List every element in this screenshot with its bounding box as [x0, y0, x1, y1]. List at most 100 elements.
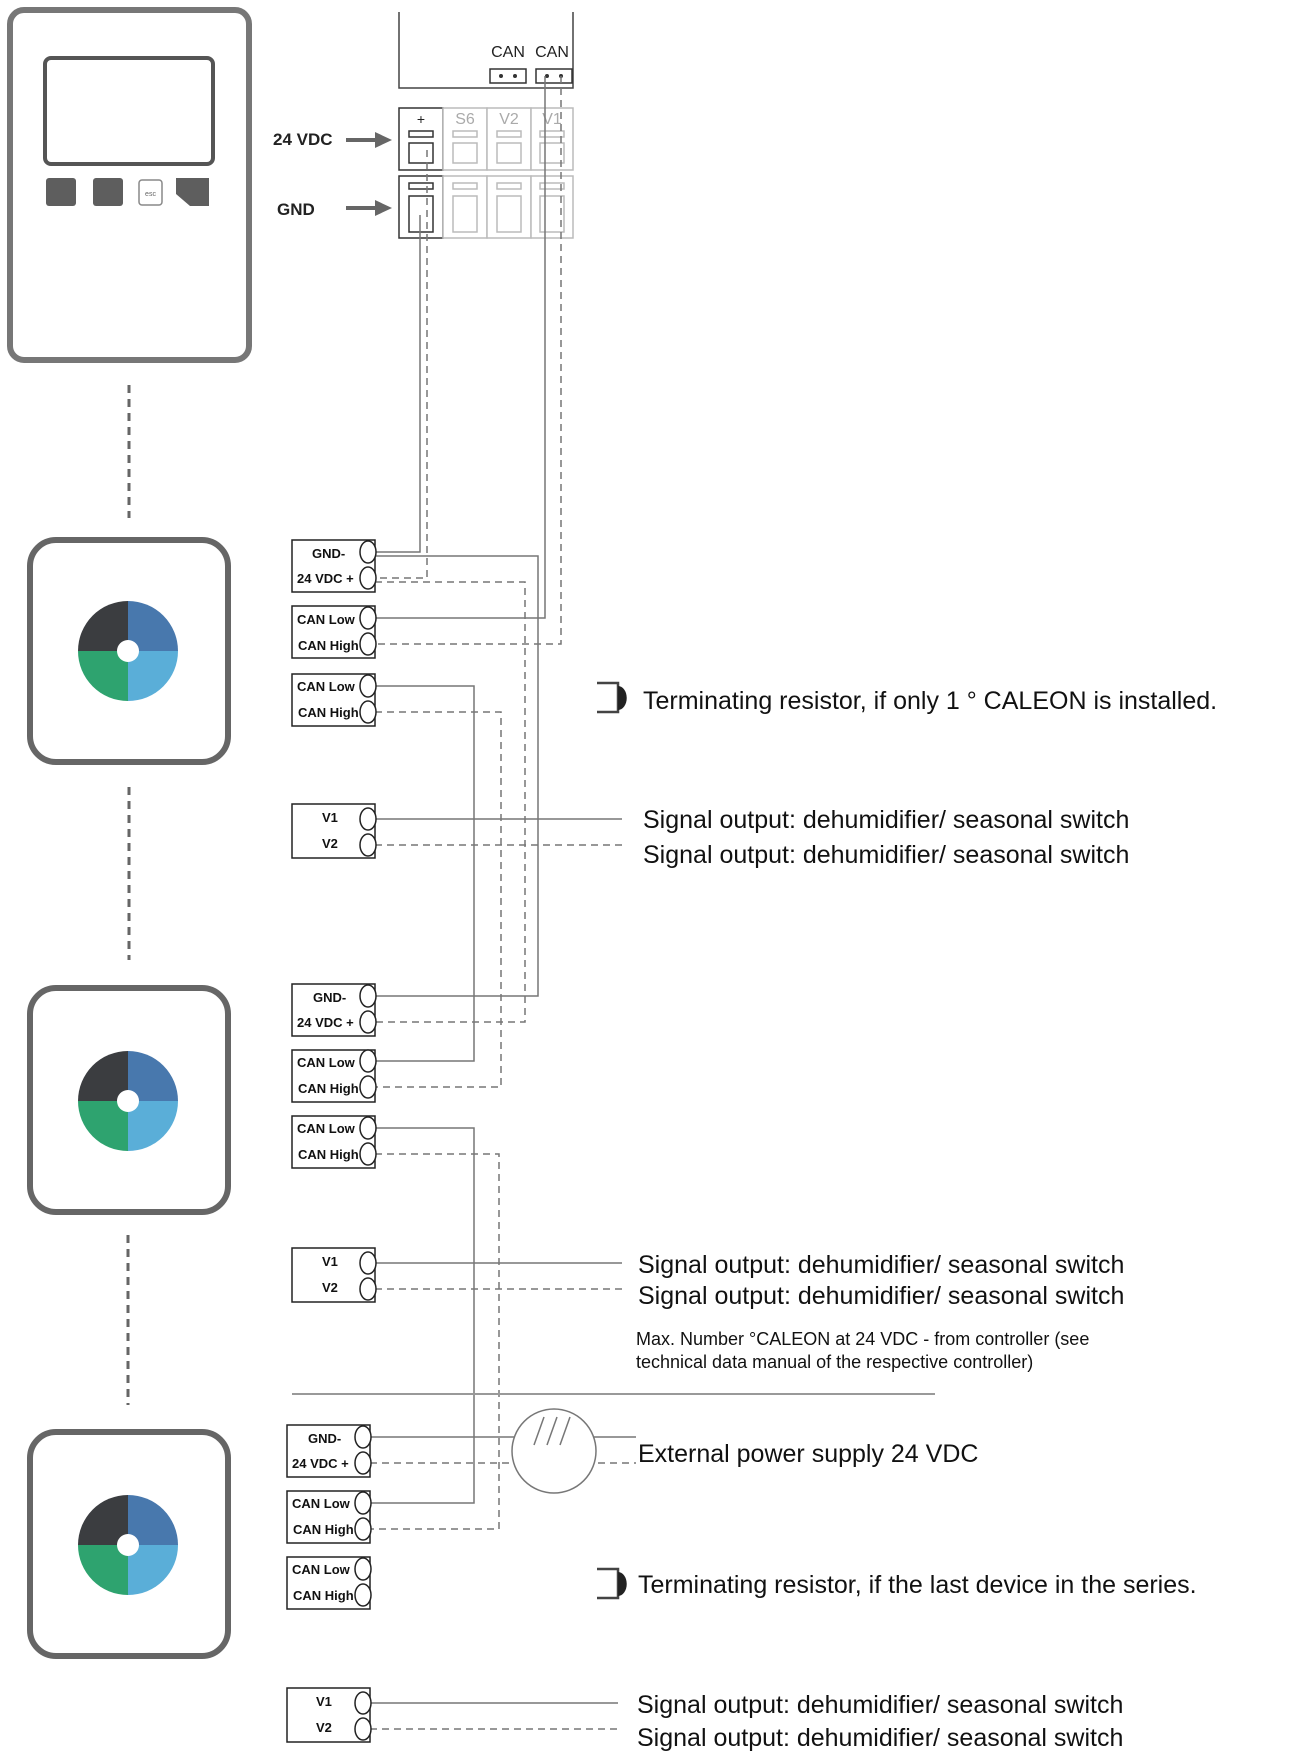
terminal-v2-label: V2: [322, 836, 338, 851]
note-max-number-line2: technical data manual of the respective …: [636, 1352, 1033, 1372]
terminal-connector: [354, 1717, 372, 1741]
controller-button-2[interactable]: [93, 178, 123, 206]
note-external-power: External power supply 24 VDC: [638, 1440, 978, 1468]
terminal-v2: [486, 107, 532, 171]
can-pin: [545, 74, 549, 78]
terminal-slot: [539, 130, 565, 138]
controller-terminal-block: CAN CAN + S6 V2 V1: [273, 12, 574, 239]
controller-esc-button[interactable]: [138, 179, 163, 206]
resistor-bracket: [597, 681, 620, 714]
gnd-arrowhead: [375, 200, 392, 216]
note-signal-output: Signal output: dehumidifier/ seasonal sw…: [637, 1691, 1123, 1719]
terminal-connector: [354, 1557, 372, 1581]
caleon-wheel-icon: [78, 1495, 178, 1595]
can-connector-2: [535, 68, 573, 84]
wire-gnd: [375, 215, 421, 553]
terminal-screw: [539, 142, 565, 164]
terminal-can-low-label: CAN Low: [297, 1121, 356, 1136]
terminal-can-low-label: CAN Low: [297, 1055, 356, 1070]
wheel-segment: [78, 1495, 128, 1545]
terminal-connector: [359, 674, 377, 698]
terminal-v2-label: V2: [322, 1280, 338, 1295]
terminal-can-low-label: CAN Low: [292, 1562, 351, 1577]
wire-vdc-loop: [375, 581, 526, 1023]
wire-can-high: [375, 76, 562, 645]
terminal-slot: [496, 182, 522, 190]
note-max-number-line1: Max. Number °CALEON at 24 VDC - from con…: [636, 1329, 1089, 1349]
wheel-segment: [128, 1545, 178, 1595]
terminal-v1-label: V1: [316, 1694, 332, 1709]
terminal-can-low-label: CAN Low: [292, 1496, 351, 1511]
terminal-vdc-label: 24 VDC +: [297, 571, 354, 586]
can-pin: [513, 74, 517, 78]
terminal-slot: [496, 130, 522, 138]
controller-button-3[interactable]: [176, 178, 209, 206]
controller-housing-edge: [398, 12, 574, 89]
terminal-v1-label: V1: [322, 1254, 338, 1269]
terminal-can-low-label: CAN Low: [297, 679, 356, 694]
terminal-screw: [539, 195, 565, 233]
wheel-center: [117, 1090, 139, 1112]
wire-can-low-23: [370, 1127, 475, 1504]
controller: esc: [7, 7, 252, 363]
wire-gnd-loop: [375, 555, 539, 997]
note-signal-output: Signal output: dehumidifier/ seasonal sw…: [643, 841, 1129, 869]
terminal-can-high-label: CAN High: [293, 1522, 354, 1537]
power-supply-icon: [511, 1408, 597, 1494]
terminal-connector: [359, 1049, 377, 1073]
caleon-wheel-icon: [78, 601, 178, 701]
terminal-screw: [452, 195, 478, 233]
terminal-can-high-label: CAN High: [298, 1081, 359, 1096]
terminal-slot: [539, 182, 565, 190]
controller-button-1[interactable]: [46, 178, 76, 206]
v2-label: V2: [499, 111, 519, 128]
wire-can-high-23: [370, 1153, 500, 1530]
terminal-can-high-label: CAN High: [298, 705, 359, 720]
terminal-connector: [359, 1075, 377, 1099]
terminal-connector: [359, 1277, 377, 1301]
device-3-terminals: GND- 24 VDC + CAN Low CAN High CAN Low C…: [286, 1424, 372, 1743]
wheel-segment: [78, 1051, 128, 1101]
wheel-segment: [128, 1495, 178, 1545]
terminal-connector: [359, 606, 377, 630]
note-signal-output: Signal output: dehumidifier/ seasonal sw…: [643, 806, 1129, 834]
wheel-segment: [78, 1545, 128, 1595]
terminal-slot: [408, 130, 434, 138]
v1-label: V1: [542, 111, 562, 128]
terminal-can-low-label: CAN Low: [297, 612, 356, 627]
terminal-connector: [354, 1517, 372, 1541]
caleon-device-1: [27, 537, 231, 765]
controller-display: [43, 56, 215, 166]
terminal-connector: [354, 1425, 372, 1449]
terminal-can-high-label: CAN High: [293, 1588, 354, 1603]
terminal-connector: [359, 1251, 377, 1275]
wheel-segment: [128, 1101, 178, 1151]
terminal-vdc-label: 24 VDC +: [297, 1015, 354, 1030]
note-terminating-resistor-first: Terminating resistor, if only 1 ° CALEON…: [643, 687, 1217, 715]
wire-can-low: [375, 76, 546, 619]
terminal-slot: [452, 182, 478, 190]
terminal-connector: [359, 700, 377, 724]
terminal-can-high-label: CAN High: [298, 638, 359, 653]
terminal-can-high-label: CAN High: [298, 1147, 359, 1162]
can-label-1: CAN: [491, 44, 525, 61]
terminal-v2-label: V2: [316, 1720, 332, 1735]
device-1-terminals: GND- 24 VDC + CAN Low CAN High CAN Low C…: [291, 539, 377, 859]
terminal-connector: [359, 1142, 377, 1166]
power-supply-stroke: [533, 1416, 545, 1446]
esc-label: esc: [145, 191, 156, 198]
power-label: 24 VDC: [273, 130, 333, 149]
wire-can-low-12: [375, 685, 475, 1062]
power-supply-stroke: [559, 1416, 571, 1446]
terminal-gnd-label: GND-: [313, 990, 346, 1005]
wheel-center: [117, 1534, 139, 1556]
wires: [370, 76, 636, 1730]
terminal-connector: [359, 632, 377, 656]
terminal-connector: [354, 1691, 372, 1715]
wheel-segment: [78, 651, 128, 701]
terminal-screw: [408, 195, 434, 233]
terminal-connector: [359, 566, 377, 590]
terminating-resistor-icon: [597, 681, 627, 714]
can-label-2: CAN: [535, 44, 569, 61]
s6-label: S6: [455, 111, 475, 128]
